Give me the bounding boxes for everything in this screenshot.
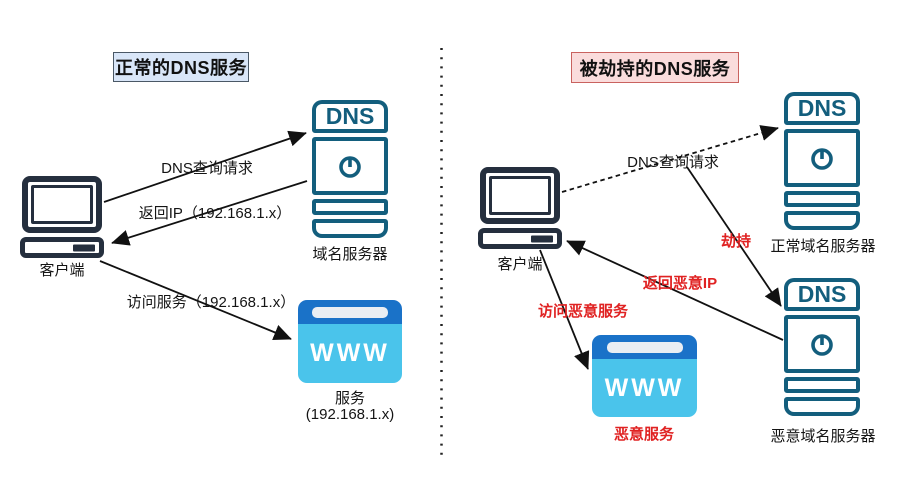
server-body	[784, 315, 860, 373]
server-body	[784, 129, 860, 187]
malicious-service-caption: 恶意服务	[613, 426, 675, 443]
malicious-dns-caption: 恶意域名服务器	[770, 428, 876, 445]
left-dns-server-icon: DNS	[312, 100, 388, 238]
server-bay	[784, 377, 860, 393]
right-query-label: DNS查询请求	[627, 154, 719, 171]
left-service-caption: 服务 (192.168.1.x)	[305, 390, 395, 424]
dns-badge-text: DNS	[325, 103, 375, 129]
service-label: 服务	[334, 390, 366, 407]
drive-slot	[73, 244, 95, 251]
browser-header	[592, 335, 697, 359]
server-bay	[312, 199, 388, 215]
dns-badge-text: DNS	[797, 281, 847, 307]
left-query-label: DNS查询请求	[161, 160, 253, 177]
arrow-left-access-service	[99, 260, 292, 341]
malicious-dns-server-icon: DNS	[784, 278, 860, 416]
screen	[31, 185, 93, 224]
server-bay	[784, 191, 860, 207]
left-www-service-icon: WWW	[298, 300, 402, 383]
dns-badge: DNS	[784, 92, 860, 125]
server-body	[312, 137, 388, 195]
screen	[489, 176, 551, 215]
power-icon	[339, 156, 361, 178]
address-bar	[606, 341, 683, 353]
left-client-computer-icon	[20, 176, 104, 258]
hijack-label: 劫持	[720, 233, 752, 250]
right-return-label: 返回恶意IP	[642, 275, 718, 292]
address-bar	[312, 306, 388, 318]
monitor-icon	[480, 167, 560, 224]
www-badge-text: WWW	[310, 339, 390, 367]
normal-dns-caption: 正常域名服务器	[770, 238, 876, 255]
browser-body: WWW	[298, 324, 402, 383]
left-section-title: 正常的DNS服务	[113, 52, 249, 82]
left-client-caption: 客户端	[39, 262, 85, 279]
arrow-right-access-malicious	[539, 249, 590, 370]
arrow-right-hijack	[686, 166, 782, 307]
monitor-icon	[22, 176, 102, 233]
left-dns-caption: 域名服务器	[312, 246, 388, 263]
www-badge-text: WWW	[604, 373, 685, 402]
browser-header	[298, 300, 402, 324]
normal-dns-server-icon: DNS	[784, 92, 860, 230]
service-ip: (192.168.1.x)	[305, 406, 395, 424]
dns-badge: DNS	[784, 278, 860, 311]
power-icon	[811, 148, 833, 170]
arrow-right-return-malicious-ip	[566, 240, 784, 341]
left-return-label: 返回IP（192.168.1.x）	[138, 205, 292, 222]
right-client-computer-icon	[478, 167, 562, 249]
dns-badge-text: DNS	[797, 95, 847, 121]
right-section-title: 被劫持的DNS服务	[571, 52, 739, 83]
server-bay	[312, 219, 388, 238]
dns-badge: DNS	[312, 100, 388, 133]
arrow-left-dns-query	[103, 130, 307, 203]
drive-slot	[531, 235, 553, 242]
left-access-label: 访问服务（192.168.1.x）	[126, 294, 296, 311]
computer-base-icon	[478, 228, 562, 249]
arrow-left-return-ip	[111, 180, 308, 246]
power-icon	[811, 334, 833, 356]
server-bay	[784, 211, 860, 230]
computer-base-icon	[20, 237, 104, 258]
right-client-caption: 客户端	[497, 256, 543, 273]
browser-body: WWW	[592, 359, 697, 417]
arrow-right-dns-query-dashed	[561, 125, 779, 193]
right-access-label: 访问恶意服务	[537, 303, 629, 320]
malicious-www-service-icon: WWW	[592, 335, 697, 417]
server-bay	[784, 397, 860, 416]
